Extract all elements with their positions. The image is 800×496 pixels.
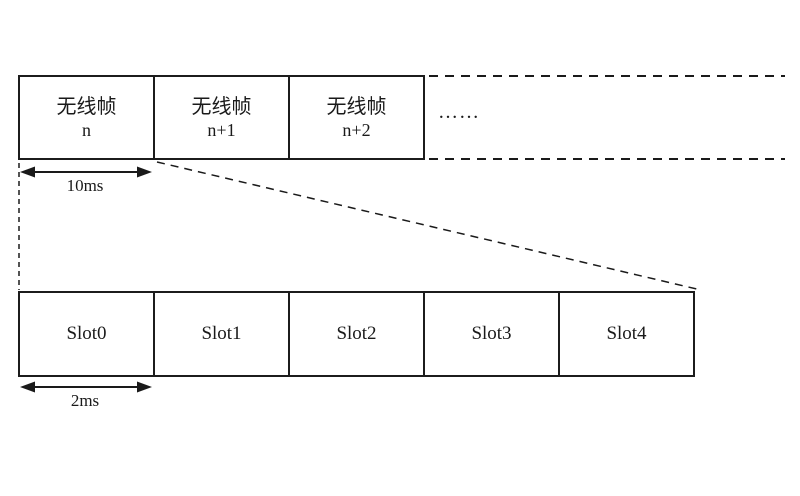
frame-box-n1: 无线帧 n+1 xyxy=(153,75,290,160)
slot-row: Slot0 Slot1 Slot2 Slot3 Slot4 xyxy=(18,291,695,377)
frame-box-n2: 无线帧 n+2 xyxy=(288,75,425,160)
slot-label: Slot0 xyxy=(66,323,107,344)
frame-label: 无线帧 xyxy=(56,95,117,118)
slot-box-3: Slot3 xyxy=(423,291,560,377)
frame-label: 无线帧 xyxy=(326,95,387,118)
frame-box-n: 无线帧 n xyxy=(18,75,155,160)
frame-index: n xyxy=(82,119,91,140)
frame-index: n+1 xyxy=(207,119,236,140)
slot-duration-label: 2ms xyxy=(70,391,100,410)
frame-duration-label: 10ms xyxy=(66,176,104,195)
frame-row: 无线帧 n 无线帧 n+1 无线帧 n+2 xyxy=(18,75,425,160)
slot-label: Slot3 xyxy=(471,323,512,344)
frames-ellipsis: …… xyxy=(438,101,480,123)
slot-box-1: Slot1 xyxy=(153,291,290,377)
slot-box-2: Slot2 xyxy=(288,291,425,377)
slot-label: Slot4 xyxy=(606,323,647,344)
slot-box-4: Slot4 xyxy=(558,291,695,377)
zoom-guide-diagonal-dashed-line xyxy=(156,161,702,291)
frame-label: 无线帧 xyxy=(191,95,252,118)
slot-box-0: Slot0 xyxy=(18,291,155,377)
frame-index: n+2 xyxy=(342,119,371,140)
slot-label: Slot2 xyxy=(336,323,377,344)
slot-label: Slot1 xyxy=(201,323,242,344)
